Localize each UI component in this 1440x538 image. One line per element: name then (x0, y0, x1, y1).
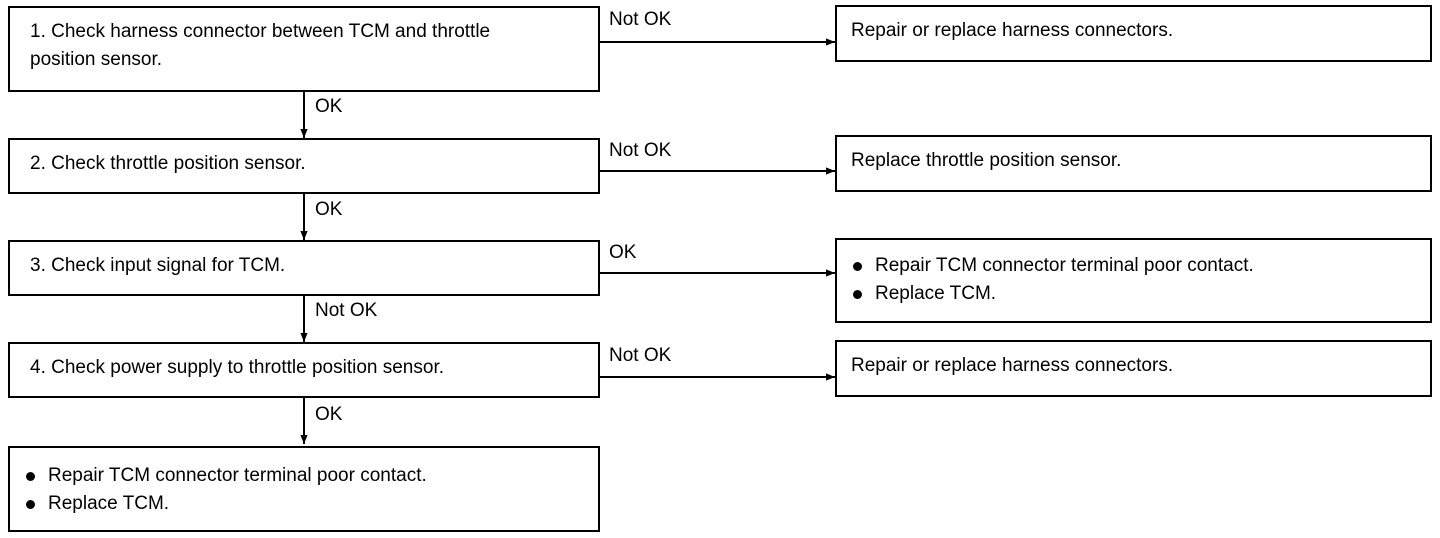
final-outcome-item-1: Repair TCM connector terminal poor conta… (48, 465, 427, 486)
label-step3-not-ok: Not OK (315, 300, 378, 321)
label-step2-ok: OK (315, 199, 343, 220)
step-1-text: 1. Check harness connector between TCM a… (30, 21, 491, 70)
step-2-text: 2. Check throttle position sensor. (30, 153, 306, 174)
step-2-box: 2. Check throttle position sensor. (8, 138, 600, 194)
bullet-icon (853, 261, 862, 271)
step-4-box: 4. Check power supply to throttle positi… (8, 342, 600, 398)
step-4-text: 4. Check power supply to throttle positi… (30, 357, 445, 378)
outcome-3-item-1: Repair TCM connector terminal poor conta… (875, 255, 1254, 276)
list-item: Repair TCM connector terminal poor conta… (853, 252, 1254, 280)
label-step2-not-ok: Not OK (609, 140, 672, 161)
list-item: Replace TCM. (26, 490, 427, 518)
outcome-4-box: Repair or replace harness connectors. (835, 340, 1432, 397)
final-outcome-item-2: Replace TCM. (48, 493, 170, 514)
bullet-icon (853, 289, 862, 299)
list-item: Repair TCM connector terminal poor conta… (26, 462, 427, 490)
label-step4-ok: OK (315, 404, 343, 425)
outcome-3-list: Repair TCM connector terminal poor conta… (853, 252, 1254, 308)
outcome-4-text: Repair or replace harness connectors. (851, 355, 1174, 376)
bullet-icon (26, 499, 35, 509)
outcome-2-text: Replace throttle position sensor. (851, 150, 1122, 171)
label-step1-not-ok: Not OK (609, 9, 672, 30)
outcome-2-box: Replace throttle position sensor. (835, 135, 1432, 192)
step-3-box: 3. Check input signal for TCM. (8, 240, 600, 296)
final-outcome-box: Repair TCM connector terminal poor conta… (8, 446, 600, 532)
outcome-1-box: Repair or replace harness connectors. (835, 5, 1432, 62)
step-3-text: 3. Check input signal for TCM. (30, 255, 286, 276)
list-item: Replace TCM. (853, 280, 1254, 308)
outcome-3-box: Repair TCM connector terminal poor conta… (835, 238, 1432, 323)
outcome-1-text: Repair or replace harness connectors. (851, 20, 1174, 41)
outcome-3-item-2: Replace TCM. (875, 283, 997, 304)
label-step3-ok: OK (609, 242, 637, 263)
label-step1-ok: OK (315, 96, 343, 117)
final-outcome-list: Repair TCM connector terminal poor conta… (26, 462, 427, 518)
step-1-box: 1. Check harness connector between TCM a… (8, 6, 600, 92)
bullet-icon (26, 471, 35, 481)
label-step4-not-ok: Not OK (609, 345, 672, 366)
